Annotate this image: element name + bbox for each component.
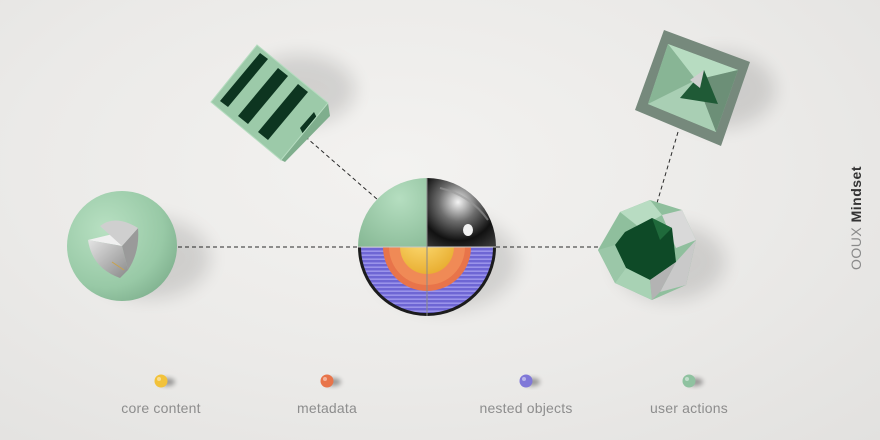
yellow-ball-icon	[154, 374, 175, 388]
brand-light-text: OOUX	[848, 222, 864, 271]
green-ball-icon	[682, 374, 703, 388]
legend-balls	[154, 374, 703, 388]
legend-label-user-actions: user actions	[650, 400, 728, 416]
connector-pyramid-to-polyhedron	[656, 131, 679, 204]
user-actions-polyhedron-icon	[598, 200, 696, 300]
legend-label-metadata: metadata	[297, 400, 357, 416]
core-content-cone-icon	[67, 191, 177, 301]
legend-label-nested-objects: nested objects	[479, 400, 573, 416]
connector-cube-to-sphere	[299, 131, 379, 201]
legend-label-core-content: core content	[121, 400, 201, 416]
brand-logo: OOUX Mindset	[848, 166, 864, 270]
pyramid-icon	[635, 30, 750, 146]
purple-ball-icon	[519, 374, 540, 388]
brand-bold-text: Mindset	[848, 165, 864, 223]
metadata-cube-icon	[210, 44, 330, 162]
orange-ball-icon	[320, 374, 341, 388]
nested-objects-sphere-icon	[358, 178, 496, 316]
